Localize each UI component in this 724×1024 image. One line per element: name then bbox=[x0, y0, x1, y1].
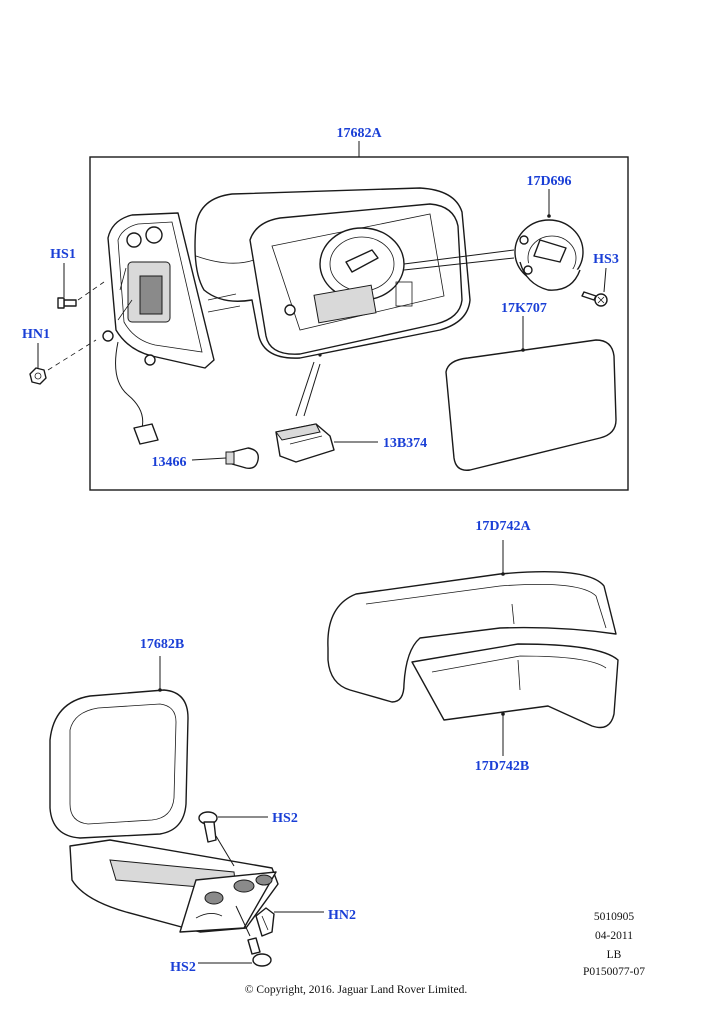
reference-line-3: LB bbox=[607, 949, 622, 961]
bulb-illustration bbox=[225, 447, 259, 470]
callout-13466: 13466 bbox=[152, 455, 187, 470]
reference-line-1: 5010905 bbox=[594, 911, 635, 923]
callout-17682a: 17682A bbox=[336, 126, 382, 141]
nut-hn1-illustration bbox=[29, 367, 47, 385]
callout-hn1: HN1 bbox=[22, 327, 50, 342]
callout-17d742a: 17D742A bbox=[475, 519, 531, 534]
reference-line-2: 04-2011 bbox=[595, 930, 633, 942]
mirror-cover-illustration bbox=[327, 571, 619, 729]
screw-hs2-top-illustration bbox=[198, 811, 218, 843]
callout-17k707: 17K707 bbox=[501, 301, 547, 316]
callout-17d742b: 17D742B bbox=[475, 759, 529, 774]
screw-hs2-bottom-illustration bbox=[247, 937, 272, 967]
callout-hs2-top: HS2 bbox=[272, 811, 298, 826]
callout-13b374: 13B374 bbox=[383, 436, 427, 451]
callout-hn2: HN2 bbox=[328, 908, 356, 923]
copyright-notice: © Copyright, 2016. Jaguar Land Rover Lim… bbox=[245, 984, 468, 996]
glass-motor-illustration bbox=[514, 214, 584, 291]
callout-17682b: 17682B bbox=[140, 637, 184, 652]
assembly-17682b-illustration bbox=[49, 688, 279, 933]
callout-hs1: HS1 bbox=[50, 247, 76, 262]
reference-line-4: P0150077-07 bbox=[583, 966, 645, 978]
mirror-base-illustration bbox=[102, 212, 215, 445]
callout-hs2-bottom: HS2 bbox=[170, 960, 196, 975]
mirror-glass-illustration bbox=[445, 339, 617, 471]
callout-hs3: HS3 bbox=[593, 252, 619, 267]
mirror-body-illustration bbox=[194, 187, 471, 359]
screw-hs1-illustration bbox=[57, 297, 77, 309]
nut-hn2-illustration bbox=[255, 907, 275, 937]
screw-hs3-illustration bbox=[581, 291, 608, 307]
callout-17d696: 17D696 bbox=[526, 174, 571, 189]
lamp-illustration bbox=[275, 423, 335, 463]
